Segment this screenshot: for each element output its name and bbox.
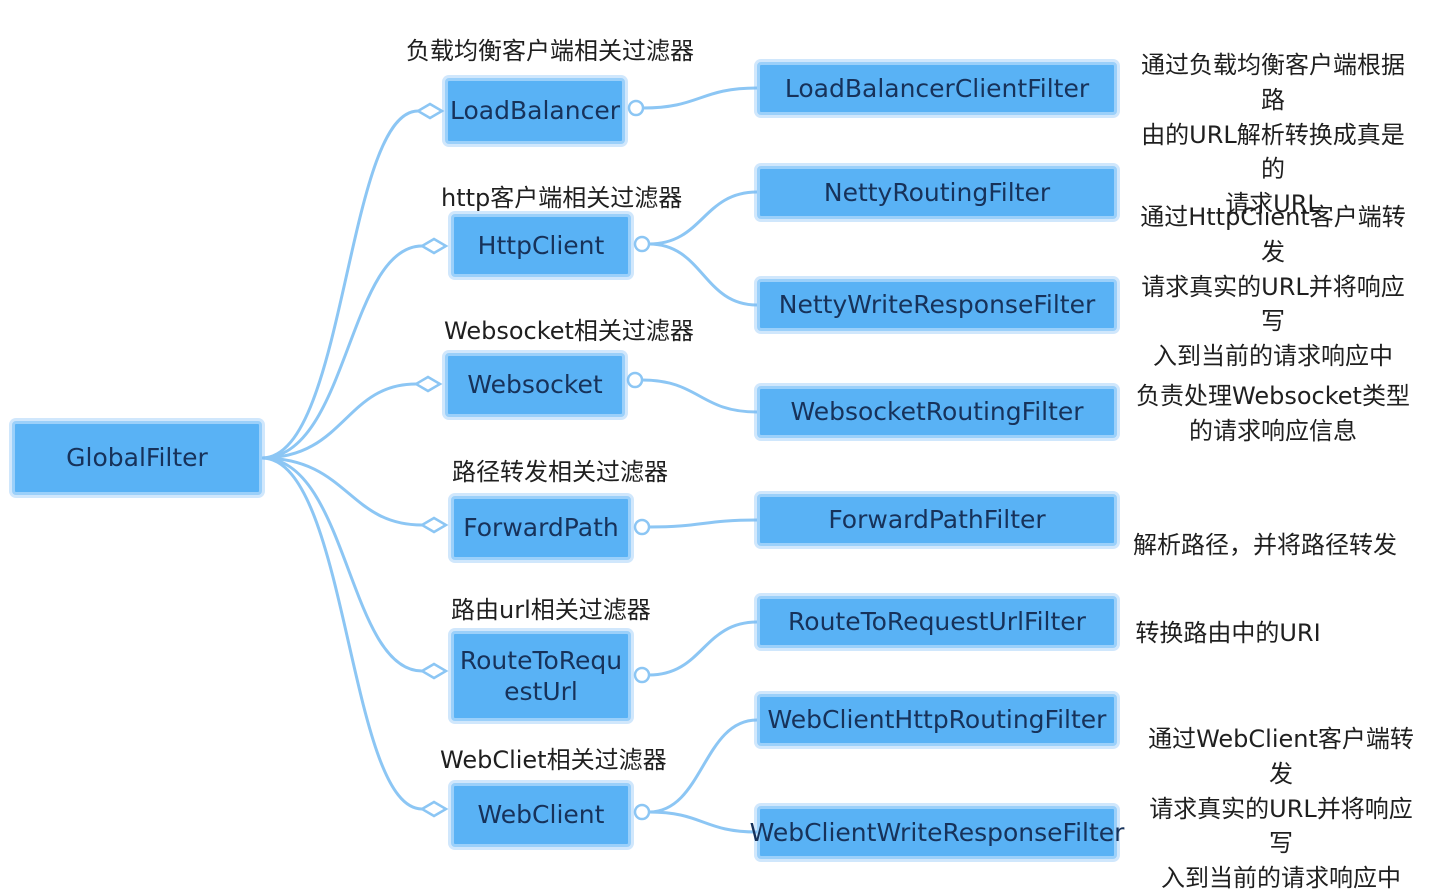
- description-line: 请求真实的URL并将响应写: [1141, 272, 1405, 336]
- connector-diamond-marker: [413, 375, 443, 393]
- connector-group-to-filter: [648, 190, 758, 246]
- description-line: 的请求响应信息: [1189, 416, 1357, 445]
- filter-webclientwriteresponsefilter-label: WebClientWriteResponseFilter: [749, 817, 1125, 847]
- description-websocket: 负责处理Websocket类型 的请求响应信息: [1133, 379, 1413, 449]
- filter-loadbalancerclientfilter[interactable]: LoadBalancerClientFilter: [757, 62, 1117, 115]
- connector-root-to-group: [261, 456, 423, 673]
- connector-root-to-group: [261, 382, 417, 460]
- node-httpclient[interactable]: HttpClient: [451, 214, 631, 277]
- filter-routetorequesturlfilter[interactable]: RouteToRequestUrlFilter: [757, 596, 1117, 648]
- description-httpclient: 通过HttpClient客户端转发 请求真实的URL并将响应写 入到当前的请求响…: [1133, 200, 1413, 374]
- description-routetorequesturl: 转换路由中的URI: [1088, 616, 1368, 651]
- connector-diamond-marker: [419, 662, 449, 680]
- connector-group-to-filter: [648, 620, 758, 677]
- filter-forwardpathfilter-label: ForwardPathFilter: [828, 505, 1046, 535]
- group-label-webclient: WebCliet相关过滤器: [440, 746, 667, 774]
- connector-group-to-filter: [642, 86, 758, 110]
- group-label-forwardpath: 路径转发相关过滤器: [452, 458, 668, 486]
- filter-nettyroutingfilter[interactable]: NettyRoutingFilter: [757, 166, 1117, 219]
- node-routetorequesturl[interactable]: RouteToRequ estUrl: [451, 631, 631, 721]
- connector-circle-marker: [633, 666, 651, 684]
- filter-webclienthttproutingfilter-label: WebClientHttpRoutingFilter: [767, 705, 1107, 735]
- group-label-routetorequesturl: 路由url相关过滤器: [451, 596, 651, 624]
- node-routetorequesturl-label-line1: RouteToRequ: [459, 645, 623, 675]
- connector-circle-marker: [633, 803, 651, 821]
- description-line: 解析路径，并将路径转发: [1133, 531, 1397, 559]
- description-line: 通过WebClient客户端转发: [1148, 725, 1414, 788]
- node-forwardpath[interactable]: ForwardPath: [451, 496, 631, 560]
- group-label-loadbalancer: 负载均衡客户端相关过滤器: [406, 37, 694, 65]
- node-webclient-label: WebClient: [477, 800, 605, 830]
- description-line: 负责处理Websocket类型: [1136, 382, 1410, 410]
- connector-group-to-filter: [648, 810, 758, 834]
- node-websocket[interactable]: Websocket: [445, 353, 625, 417]
- description-line: 通过负载均衡客户端根据路: [1141, 51, 1405, 114]
- description-line: 入到当前的请求响应中: [1153, 342, 1393, 371]
- connector-diamond-marker: [415, 102, 445, 120]
- node-forwardpath-label: ForwardPath: [463, 513, 619, 543]
- connector-circle-marker: [633, 235, 651, 253]
- description-line: 请求真实的URL并将响应写: [1149, 794, 1413, 858]
- connector-group-to-filter: [648, 718, 758, 814]
- group-label-websocket: Websocket相关过滤器: [444, 317, 694, 345]
- connector-root-to-group: [261, 244, 423, 460]
- filter-nettywriteresponsefilter-label: NettyWriteResponseFilter: [778, 290, 1096, 320]
- description-line: 由的URL解析转换成真是的: [1141, 120, 1405, 184]
- node-loadbalancer-label: LoadBalancer: [450, 96, 620, 126]
- connector-group-to-filter: [648, 518, 758, 529]
- group-label-httpclient: http客户端相关过滤器: [441, 184, 683, 212]
- connector-root-to-group: [261, 456, 423, 527]
- connector-circle-marker: [626, 371, 644, 389]
- filter-forwardpathfilter[interactable]: ForwardPathFilter: [757, 494, 1117, 546]
- node-websocket-label: Websocket: [467, 370, 603, 400]
- connector-group-to-filter: [641, 378, 758, 414]
- description-forwardpath: 解析路径，并将路径转发: [1125, 528, 1405, 563]
- node-httpclient-label: HttpClient: [477, 230, 605, 260]
- description-line: 请求URL: [1225, 190, 1321, 219]
- node-routetorequesturl-label-line2: estUrl: [504, 677, 578, 706]
- connector-root-to-group: [261, 109, 419, 460]
- node-loadbalancer[interactable]: LoadBalancer: [445, 78, 625, 144]
- connector-diamond-marker: [419, 237, 449, 255]
- description-loadbalancer: 通过负载均衡客户端根据路 由的URL解析转换成真是的 请求URL: [1133, 48, 1413, 222]
- connector-diamond-marker: [419, 516, 449, 534]
- filter-routetorequesturlfilter-label: RouteToRequestUrlFilter: [788, 607, 1086, 637]
- connector-group-to-filter: [648, 242, 758, 307]
- filter-webclienthttproutingfilter[interactable]: WebClientHttpRoutingFilter: [757, 694, 1117, 746]
- filter-nettywriteresponsefilter[interactable]: NettyWriteResponseFilter: [757, 279, 1117, 331]
- description-webclient: 通过WebClient客户端转发 请求真实的URL并将响应写 入到当前的请求响应…: [1140, 722, 1422, 896]
- root-node-globalfilter[interactable]: GlobalFilter: [12, 421, 262, 495]
- connector-diamond-marker: [419, 800, 449, 818]
- root-node-label: GlobalFilter: [66, 443, 208, 473]
- node-webclient[interactable]: WebClient: [451, 783, 631, 847]
- description-line: 通过HttpClient客户端转发: [1140, 203, 1406, 266]
- connector-root-to-group: [261, 456, 423, 811]
- filter-websocketroutingfilter-label: WebsocketRoutingFilter: [790, 397, 1084, 427]
- connector-circle-marker: [633, 518, 651, 536]
- filter-websocketroutingfilter[interactable]: WebsocketRoutingFilter: [757, 386, 1117, 438]
- connector-circle-marker: [627, 99, 645, 117]
- filter-nettyroutingfilter-label: NettyRoutingFilter: [823, 177, 1051, 207]
- filter-loadbalancerclientfilter-label: LoadBalancerClientFilter: [784, 73, 1090, 103]
- description-line: 转换路由中的URI: [1135, 619, 1321, 647]
- description-line: 入到当前的请求响应中: [1161, 864, 1401, 893]
- filter-webclientwriteresponsefilter[interactable]: WebClientWriteResponseFilter: [750, 806, 1124, 859]
